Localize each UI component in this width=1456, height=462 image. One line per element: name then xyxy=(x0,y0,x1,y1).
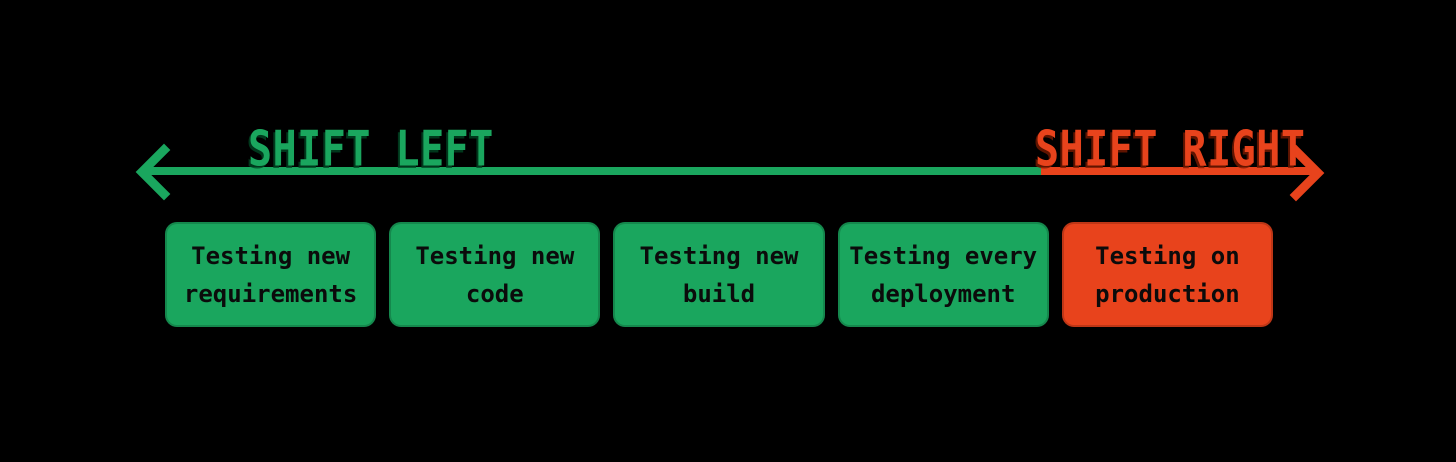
stage-label-line2: build xyxy=(682,279,756,308)
stage-box-testing-new-build: Testing new build xyxy=(613,222,825,327)
stage-label-line1: Testing on xyxy=(1095,241,1240,270)
stage-label-line2: requirements xyxy=(183,279,358,308)
stage-box-testing-every-deployment: Testing every deployment xyxy=(837,222,1049,327)
stage-label-line1: Testing new xyxy=(639,241,799,270)
arrowhead-right-icon xyxy=(1289,144,1325,202)
stage-label-line2: code xyxy=(465,279,524,308)
stage-label-line2: production xyxy=(1095,279,1240,308)
stage-box-testing-on-production: Testing on production xyxy=(1061,222,1274,327)
stage-label-line1: Testing new xyxy=(191,241,351,270)
shift-left-title: SHIFT LEFT xyxy=(248,121,494,178)
stage-label-line2: deployment xyxy=(870,279,1016,308)
shift-right-title: SHIFT RIGHT xyxy=(1035,121,1306,178)
stages-row: Testing new requirements Testing new cod… xyxy=(165,222,1274,327)
stage-box-testing-new-requirements: Testing new requirements xyxy=(165,222,377,327)
arrowhead-left-icon xyxy=(135,143,171,201)
stage-label-line1: Testing every xyxy=(849,241,1038,270)
stage-label-line1: Testing new xyxy=(415,241,575,270)
stage-box-testing-new-code: Testing new code xyxy=(389,222,601,327)
